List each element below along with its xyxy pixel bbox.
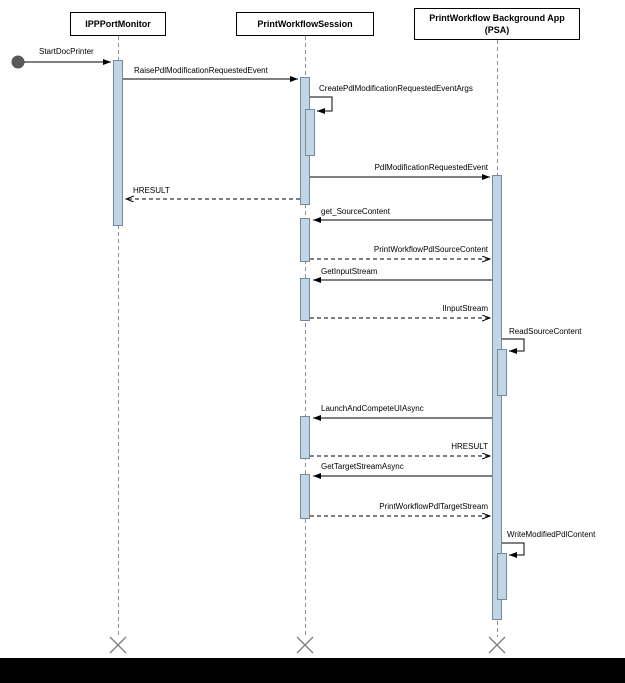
destroy-cross-psa (488, 636, 506, 654)
message-label-write-modified: WriteModifiedPdlContent (507, 530, 596, 539)
message-label-get-target-stream: GetTargetStreamAsync (321, 462, 404, 471)
message-label-read-source-content: ReadSourceContent (509, 327, 582, 336)
destroy-cross-session (296, 636, 314, 654)
activation-session-get-target (300, 474, 310, 519)
message-label-get-source-content: get_SourceContent (321, 207, 390, 216)
activation-psa-write-modified (497, 553, 507, 600)
activation-psa-main (492, 175, 502, 620)
actor-label-session: PrintWorkflowSession (257, 19, 353, 29)
actor-label-ipp: IPPPortMonitor (85, 19, 151, 29)
message-label-hresult-1: HRESULT (133, 186, 170, 195)
activation-ipp (113, 60, 123, 226)
destroy-cross-ipp (109, 636, 127, 654)
message-label-hresult-2: HRESULT (451, 442, 488, 451)
activation-session-launch-ui (300, 416, 310, 459)
activation-session-get-input (300, 278, 310, 321)
bottom-black-bar (0, 658, 625, 683)
message-label-get-input-stream: GetInputStream (321, 267, 378, 276)
message-label-iinput-stream: IInputStream (442, 304, 488, 313)
message-label-pdl-event: PdlModificationRequestedEvent (374, 163, 488, 172)
actor-box-psa: PrintWorkflow Background App (PSA) (414, 8, 580, 40)
message-label-pdl-source-content: PrintWorkflowPdlSourceContent (373, 245, 488, 254)
activation-psa-read-source (497, 349, 507, 396)
message-label-launch-ui-async: LaunchAndCompeteUIAsync (321, 404, 424, 413)
message-label-pdl-target-stream: PrintWorkflowPdlTargetStream (379, 502, 488, 511)
message-arrow-read-source-selfloop (502, 338, 525, 354)
activation-session-create-args (305, 109, 315, 156)
message-label-start: StartDocPrinter (39, 47, 94, 56)
actor-box-ipp-port-monitor: IPPPortMonitor (70, 12, 166, 36)
activation-session-get-source (300, 218, 310, 262)
start-node (11, 55, 25, 69)
message-arrow-create-args-selfloop (310, 96, 333, 114)
actor-box-print-workflow-session: PrintWorkflowSession (236, 12, 374, 36)
message-label-create-args: CreatePdlModificationRequestedEventArgs (319, 84, 473, 93)
message-arrow-write-modified-selfloop (502, 542, 525, 558)
message-label-raise-event: RaisePdlModificationRequestedEvent (134, 66, 268, 75)
actor-label-psa: PrintWorkflow Background App (PSA) (429, 13, 565, 35)
